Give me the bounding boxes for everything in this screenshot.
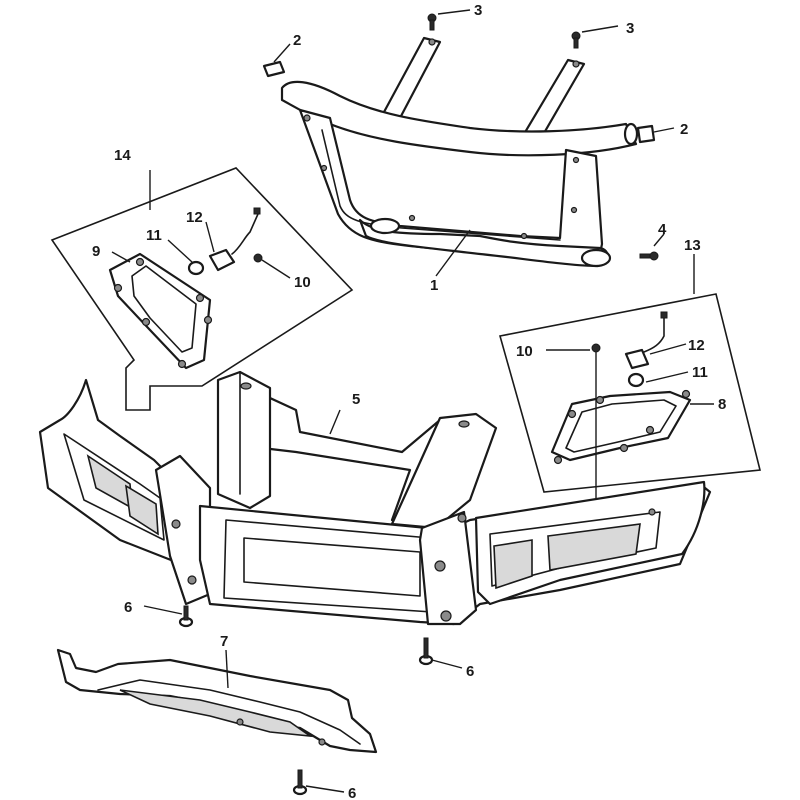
callout-11-left: 11 (146, 227, 162, 244)
top-bolts (427, 13, 581, 49)
callout-6-bottom: 6 (348, 785, 356, 800)
callout-8: 8 (718, 396, 726, 413)
callout-4: 4 (658, 221, 667, 238)
callout-9: 9 (92, 243, 100, 260)
left-light-assembly-box (50, 167, 354, 411)
upper-tube-frame (280, 36, 639, 268)
callout-2-right: 2 (680, 121, 688, 138)
callout-14: 14 (114, 147, 131, 164)
callout-12-right: 12 (688, 337, 705, 354)
callout-1: 1 (430, 277, 438, 294)
callout-labels: 3 3 2 2 14 12 11 9 10 1 4 13 10 12 11 8 … (92, 2, 726, 800)
tube-end-plugs (262, 60, 656, 144)
callout-3-left: 3 (474, 2, 482, 19)
callout-10-right: 10 (516, 343, 533, 360)
bumper-screws (178, 605, 434, 796)
leader-lines (111, 9, 714, 793)
callout-6-left: 6 (124, 599, 132, 616)
callout-2-left: 2 (293, 32, 301, 49)
callout-10-left: 10 (294, 274, 311, 291)
callout-12-left: 12 (186, 209, 203, 226)
callout-5: 5 (352, 391, 360, 408)
callout-6-middle: 6 (466, 663, 474, 680)
callout-7: 7 (220, 633, 228, 650)
front-bumper (38, 370, 712, 626)
callout-3-right: 3 (626, 20, 634, 37)
frame-bolt-4 (639, 251, 659, 261)
right-light-assembly-box (498, 293, 762, 510)
skid-plate (56, 648, 378, 754)
callout-11-right: 11 (692, 364, 708, 381)
callout-13: 13 (684, 237, 701, 254)
